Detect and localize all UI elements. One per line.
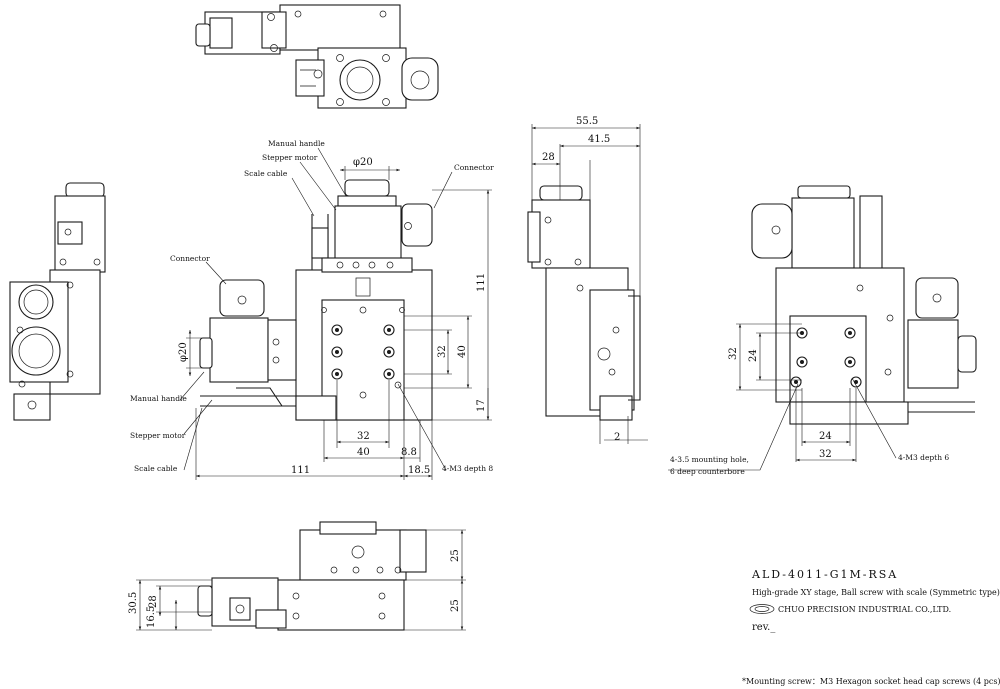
bottom-view xyxy=(197,521,427,631)
dim-28-bottom: 28 xyxy=(148,595,159,608)
label-connector-top: Connector xyxy=(454,163,494,172)
dim-30-5: 30.5 xyxy=(128,592,139,614)
right-side-view xyxy=(527,185,641,421)
rear-view xyxy=(751,185,977,425)
title-block: ALD-4011-G1M-RSA High-grade XY stage, Ba… xyxy=(742,568,1000,686)
dim-2: 2 xyxy=(614,432,620,443)
dim-phi20-top: φ20 xyxy=(353,157,373,168)
dim-25-upper: 25 xyxy=(450,549,461,562)
label-connector-left: Connector xyxy=(170,254,210,263)
dimension-lines xyxy=(136,124,897,631)
dim-111-vertical: 111 xyxy=(476,273,487,292)
dim-32-horizontal: 32 xyxy=(357,431,370,442)
label-scale-cable-left: Scale cable xyxy=(134,464,178,473)
label-m3-depth-6: 4-M3 depth 6 xyxy=(898,453,949,462)
dim-phi20-left: φ20 xyxy=(178,342,189,362)
label-m3-depth-8: 4-M3 depth 8 xyxy=(442,464,493,473)
dim-24-rear-horizontal: 24 xyxy=(819,431,832,442)
label-manual-handle-top: Manual handle xyxy=(268,139,325,148)
dim-55-5: 55.5 xyxy=(576,116,598,127)
mounting-screw-note: *Mounting screw：M3 Hexagon socket head c… xyxy=(742,677,1000,686)
label-mounting-hole-line1: 4-3.5 mounting hole, xyxy=(670,455,749,464)
left-side-view xyxy=(9,182,106,421)
top-view xyxy=(195,4,439,109)
dim-40-vertical: 40 xyxy=(457,345,468,358)
dim-16-5: 16.5 xyxy=(146,606,157,628)
dim-17-vertical: 17 xyxy=(476,399,487,412)
dim-28-side: 28 xyxy=(542,152,555,163)
dim-18-5: 18.5 xyxy=(408,465,430,476)
dim-32-vertical: 32 xyxy=(437,345,448,358)
dim-32-rear-vertical: 32 xyxy=(728,347,739,360)
dim-41-5: 41.5 xyxy=(588,134,610,145)
title-rev: rev._ xyxy=(752,622,775,633)
dim-111-horizontal: 111 xyxy=(291,465,310,476)
dim-25-lower: 25 xyxy=(450,599,461,612)
label-manual-handle-left: Manual handle xyxy=(130,394,187,403)
front-view xyxy=(199,179,433,421)
title-model: ALD-4011-G1M-RSA xyxy=(751,568,898,581)
label-stepper-motor-left: Stepper motor xyxy=(130,431,186,440)
label-stepper-motor-top: Stepper motor xyxy=(262,153,318,162)
dim-24-rear-vertical: 24 xyxy=(748,349,759,362)
dim-40-horizontal: 40 xyxy=(357,447,370,458)
label-mounting-hole-line2: 6 deep counterbore xyxy=(670,467,745,476)
callout-labels: Manual handle Stepper motor Scale cable … xyxy=(130,139,949,476)
title-company: CHUO PRECISION INDUSTRIAL CO.,LTD. xyxy=(778,605,951,614)
label-scale-cable-top: Scale cable xyxy=(244,169,288,178)
title-description: High-grade XY stage, Ball screw with sca… xyxy=(752,588,1000,597)
dim-8-8: 8.8 xyxy=(401,447,417,458)
dimension-texts: φ20 111 32 40 17 32 40 8.8 111 18.5 φ20 … xyxy=(128,116,832,628)
dim-32-rear-horizontal: 32 xyxy=(819,449,832,460)
company-logo-icon xyxy=(749,604,775,614)
